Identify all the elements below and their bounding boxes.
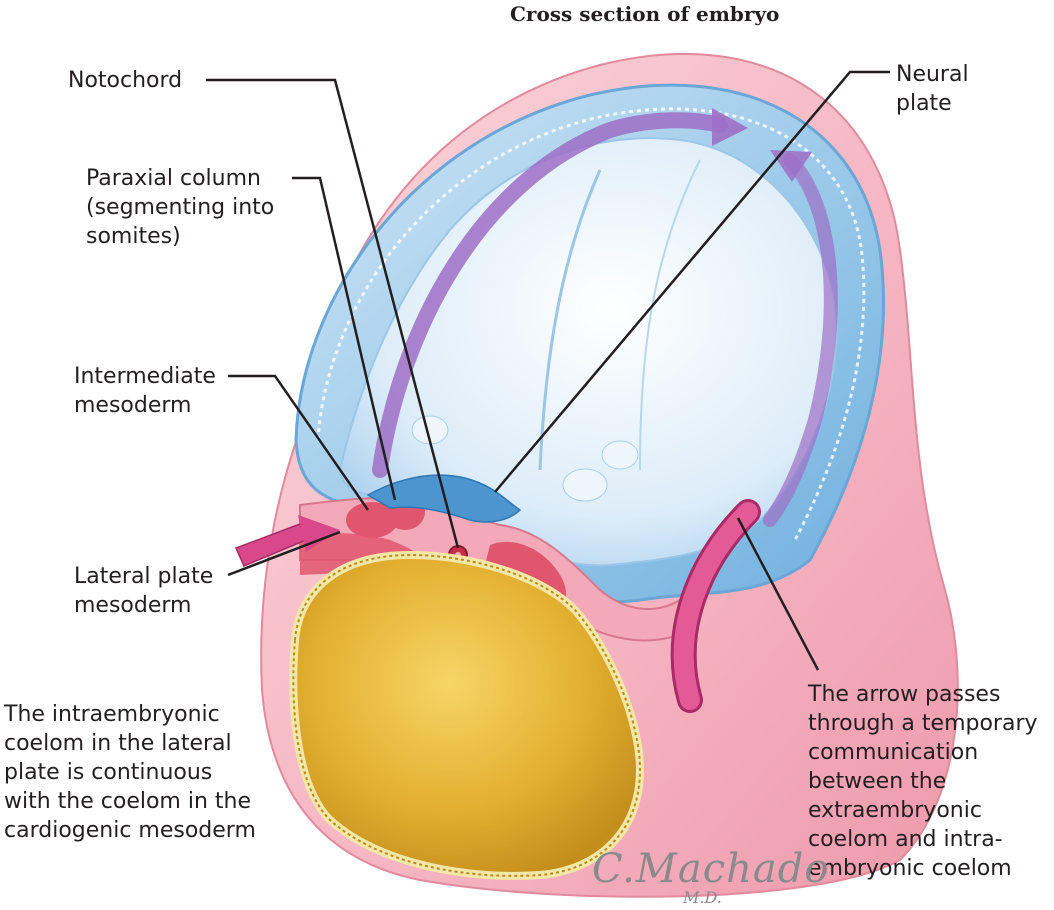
intermediate-mesoderm-block	[346, 502, 398, 538]
leader-neural-plate	[494, 70, 890, 493]
leader-paraxial-column	[292, 176, 397, 501]
yolk-sac	[289, 550, 645, 880]
artist-signature: C.Machado	[592, 846, 830, 892]
label-paraxial-column: Paraxial column (segmenting into somites…	[86, 166, 275, 249]
leader-intermediate-mesoderm	[228, 374, 370, 511]
leader-notochord	[206, 78, 460, 549]
left-coelom-arrow	[234, 515, 340, 567]
note-arrow-passage: The arrow passes through a temporary com…	[808, 682, 1038, 881]
label-notochord: Notochord	[68, 68, 183, 93]
cavity-arrow-right	[763, 150, 838, 527]
right-coelom-arrow	[670, 499, 761, 713]
label-lateral-plate-mesoderm: Lateral plate mesoderm	[74, 564, 214, 618]
leader-lateral-plate-mesoderm	[227, 530, 341, 577]
cavity-arrow-top	[372, 108, 748, 478]
artist-signature-suffix: M.D.	[683, 888, 722, 907]
leader-lines	[206, 70, 890, 671]
label-neural-plate: Neural plate	[896, 62, 969, 116]
diagram-title: Cross section of embryo	[510, 2, 780, 26]
leader-arrow-passage	[736, 517, 820, 671]
label-intermediate-mesoderm: Intermediate mesoderm	[74, 364, 216, 418]
note-coelom-continuity: The intraembryonic coelom in the lateral…	[4, 702, 256, 843]
